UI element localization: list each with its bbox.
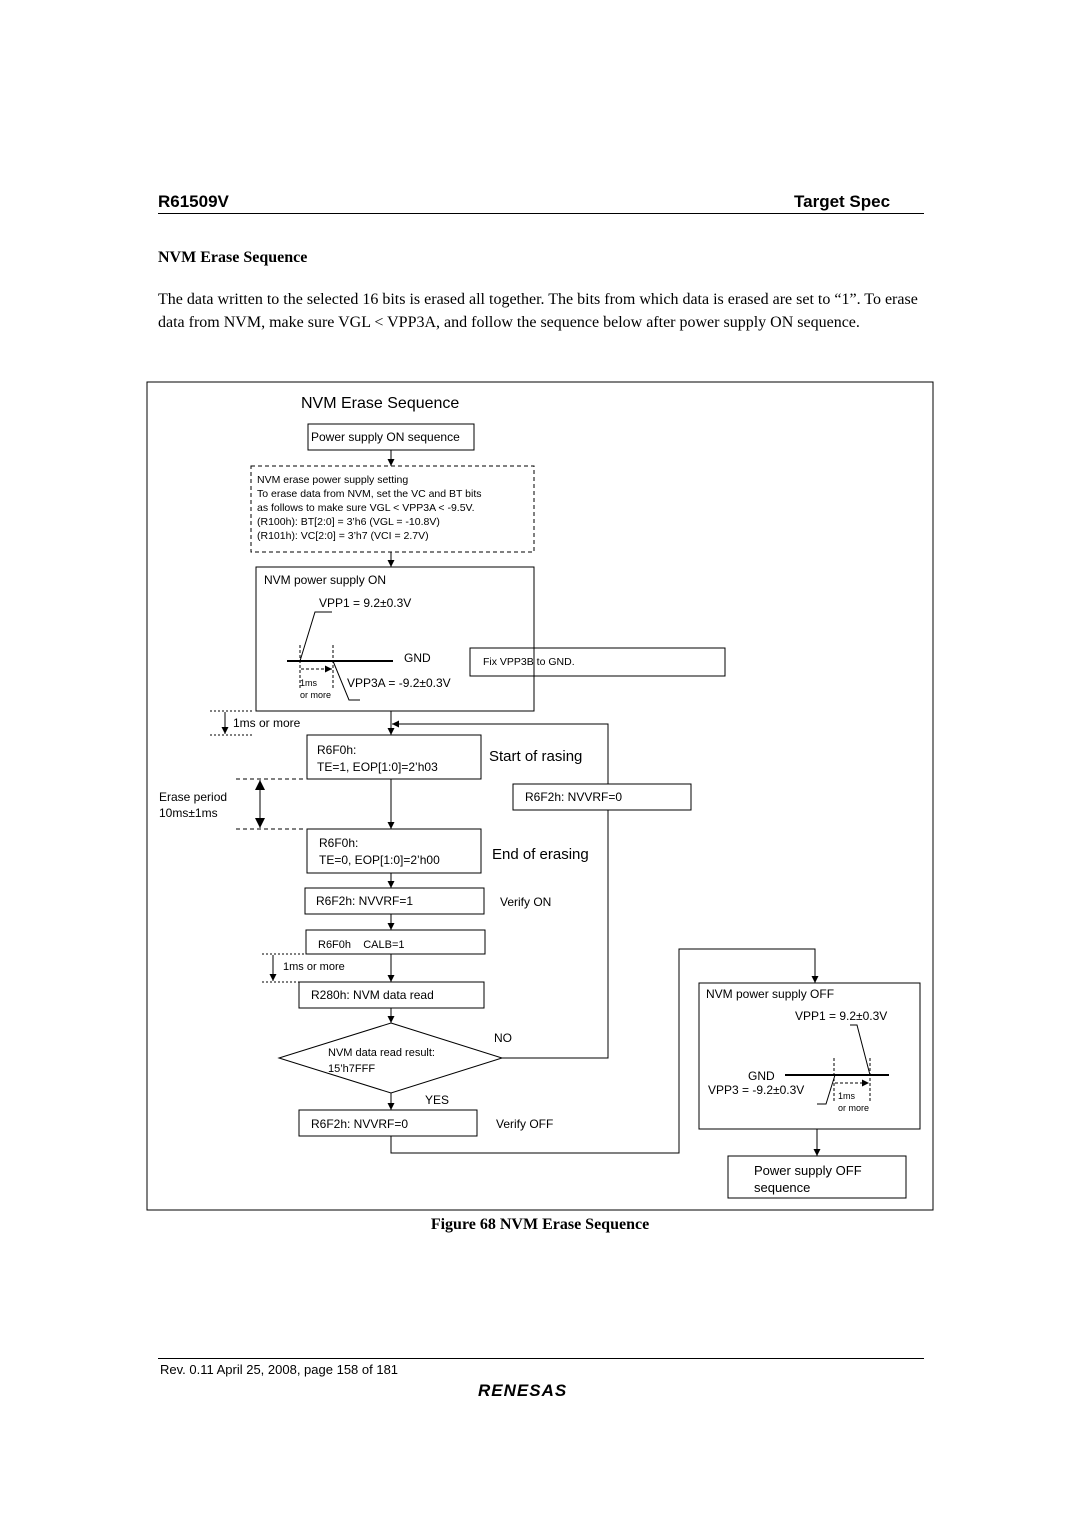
nvvrf0-loop-box [512, 783, 692, 811]
to-power-off-line [390, 948, 819, 1154]
setting-line-2: To erase data from NVM, set the VC and B… [257, 488, 482, 500]
te0-line-1: R6F0h: [319, 836, 358, 850]
nvvrf0-loop-label: R6F2h: NVVRF=0 [525, 790, 622, 804]
wait-1ms-label: 1ms or more [233, 716, 301, 730]
no-label: NO [494, 1031, 512, 1045]
nvvrf0-final-label: R6F2h: NVVRF=0 [311, 1117, 408, 1131]
verify-off-label: Verify OFF [496, 1117, 553, 1131]
diagram-title: NVM Erase Sequence [301, 395, 459, 412]
figure-caption: Figure 68 NVM Erase Sequence [430, 1216, 650, 1233]
setting-line-1: NVM erase power supply setting [257, 474, 408, 486]
nvm-power-off-box [698, 982, 921, 1130]
fix-vpp3b-label: Fix VPP3B to GND. [483, 656, 575, 668]
decision-line-1: NVM data read result: [328, 1047, 435, 1059]
nvm-off-vpp3: VPP3 = -9.2±0.3V [708, 1083, 804, 1097]
power-off-line-2: sequence [754, 1180, 810, 1195]
verify-on-label: Verify ON [500, 895, 551, 909]
setting-line-3: as follows to make sure VGL < VPP3A < -9… [257, 502, 475, 514]
erase-period-label-2: 10ms±1ms [159, 806, 218, 820]
nvvrf1-label: R6F2h: NVVRF=1 [316, 894, 413, 908]
te0-box [306, 828, 482, 874]
te1-line-1: R6F0h: [317, 743, 356, 757]
power-off-box [727, 1155, 907, 1199]
footer-rule [158, 1358, 924, 1359]
nvm-on-delay-2: or more [300, 690, 331, 700]
renesas-logo: RENESAS [478, 1381, 567, 1400]
nvvrf1-box [304, 887, 485, 915]
vpp3a-fall-waveform [332, 660, 360, 701]
section-title: NVM Erase Sequence [158, 249, 308, 266]
te1-box [306, 734, 482, 780]
nvm-off-title: NVM power supply OFF [706, 987, 834, 1001]
svg-text:RENESAS: RENESAS [478, 1381, 567, 1400]
nvm-on-delay-1: 1ms [300, 678, 318, 688]
body-paragraph: The data written to the selected 16 bits… [158, 291, 918, 331]
revision-info: Rev. 0.11 April 25, 2008, page 158 of 18… [160, 1362, 399, 1377]
vpp1-fall-waveform [850, 1024, 888, 1076]
te1-line-2: TE=1, EOP[1:0]=2’h03 [317, 760, 438, 774]
data-read-label: R280h: NVM data read [311, 988, 434, 1002]
power-on-label: Power supply ON sequence [311, 430, 460, 444]
nvm-on-title: NVM power supply ON [264, 573, 386, 587]
document-id: R61509V [158, 192, 229, 211]
fix-vpp3b-box [469, 647, 726, 677]
erase-setting-box [250, 465, 535, 553]
nvm-on-vpp3a: VPP3A = -9.2±0.3V [347, 676, 451, 690]
no-loop-line [392, 720, 609, 1059]
erase-period-label-1: Erase period [159, 790, 227, 804]
nvm-on-gnd: GND [404, 651, 431, 665]
calb-label: R6F0h CALB=1 [318, 939, 405, 951]
vpp3-rise-waveform [817, 1074, 836, 1105]
nvm-on-vpp1: VPP1 = 9.2±0.3V [319, 596, 411, 610]
setting-line-5: (R101h): VC[2:0] = 3’h7 (VCI = 2.7V) [257, 530, 429, 542]
wait-1ms-label-2: 1ms or more [283, 961, 345, 973]
spec-status: Target Spec [794, 192, 891, 211]
yes-label: YES [425, 1093, 449, 1107]
decision-line-2: 15’h7FFF [328, 1063, 375, 1075]
calb-box [305, 929, 486, 955]
end-erasing-label: End of erasing [492, 846, 589, 863]
nvm-off-delay-1: 1ms [838, 1091, 856, 1101]
nvm-off-gnd: GND [748, 1069, 775, 1083]
vpp1-rise-waveform [287, 611, 332, 662]
te0-line-2: TE=0, EOP[1:0]=2’h00 [319, 853, 440, 867]
nvvrf0-final-box [298, 1109, 478, 1137]
header-rule [158, 213, 924, 214]
nvm-off-delay-2: or more [838, 1103, 869, 1113]
nvm-off-vpp1: VPP1 = 9.2±0.3V [795, 1009, 887, 1023]
power-off-line-1: Power supply OFF [754, 1163, 862, 1178]
setting-line-4: (R100h): BT[2:0] = 3’h6 (VGL = -10.8V) [257, 516, 440, 528]
nvm-power-on-box [255, 566, 535, 712]
figure-frame [146, 381, 934, 1211]
start-erasing-label: Start of rasing [489, 748, 582, 765]
